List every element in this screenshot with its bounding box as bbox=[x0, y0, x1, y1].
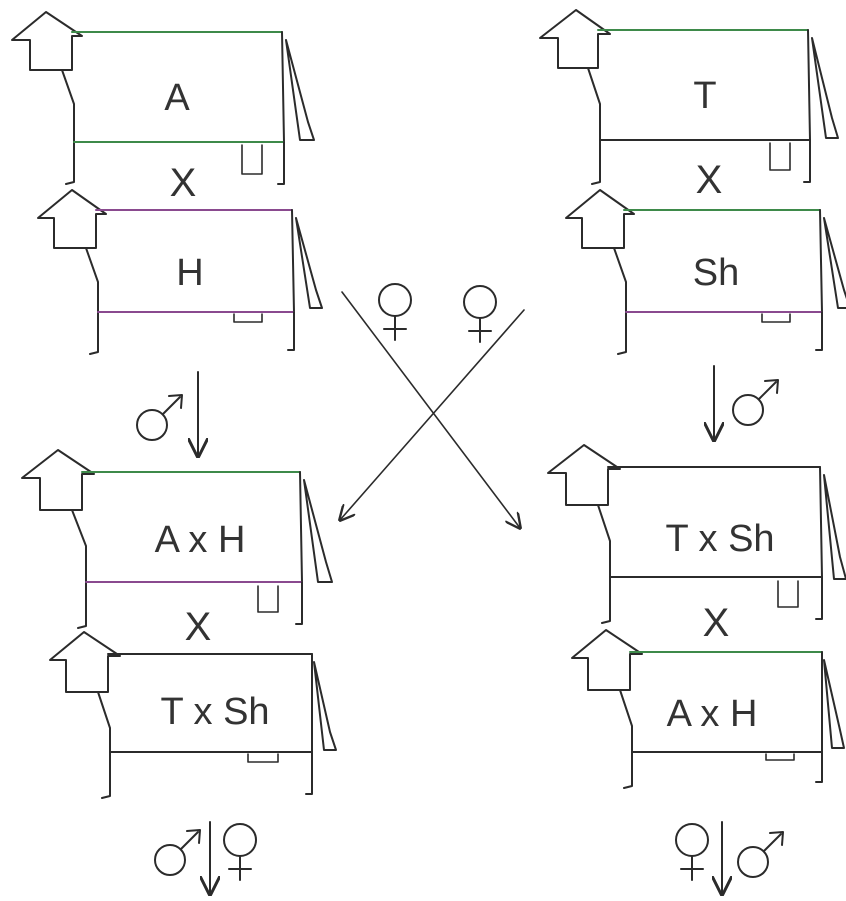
male-symbol-icon bbox=[732, 379, 779, 426]
cross-symbol: X bbox=[170, 161, 197, 205]
female-symbol-icon bbox=[675, 823, 709, 881]
female-symbol-icon bbox=[463, 285, 497, 343]
animal-TxSh-left: T x Sh bbox=[49, 631, 337, 799]
bottom-arrow-left bbox=[154, 821, 257, 894]
animal-TxSh-right: T x Sh bbox=[547, 444, 846, 624]
animal-label: A x H bbox=[155, 519, 246, 561]
male-arrow-right bbox=[714, 365, 779, 440]
male-symbol-icon bbox=[154, 829, 201, 876]
female-symbol-icon bbox=[223, 823, 257, 881]
animal-A: A bbox=[11, 11, 315, 185]
cross-symbol: X bbox=[696, 158, 723, 202]
animal-label: A x H bbox=[667, 693, 758, 735]
male-symbol-icon bbox=[136, 394, 183, 441]
animal-AxH-right: A x H bbox=[571, 629, 845, 789]
female-cross-arrows bbox=[340, 283, 525, 528]
animal-label: T x Sh bbox=[160, 691, 269, 733]
bottom-arrow-right bbox=[675, 821, 784, 894]
animal-label: T bbox=[693, 75, 716, 117]
animal-H: H bbox=[37, 189, 323, 355]
animal-label: T x Sh bbox=[665, 518, 774, 560]
animal-label: Sh bbox=[693, 252, 739, 294]
cross-symbol: X bbox=[185, 605, 212, 649]
animal-label: A bbox=[164, 77, 190, 119]
animal-Sh: Sh bbox=[565, 189, 846, 355]
animal-label: H bbox=[176, 252, 203, 294]
male-symbol-icon bbox=[737, 831, 784, 878]
female-symbol-icon bbox=[378, 283, 412, 341]
cross-symbol: X bbox=[703, 601, 730, 645]
male-arrow-left bbox=[136, 371, 198, 456]
animal-AxH-left: A x H bbox=[21, 449, 333, 629]
animal-T: T bbox=[539, 9, 839, 185]
